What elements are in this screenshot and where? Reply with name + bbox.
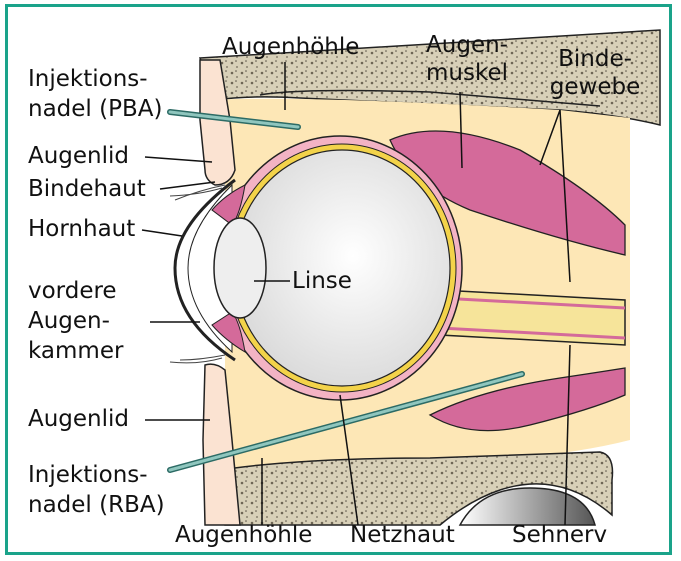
label-injektion-rba-line1: Injektions- bbox=[28, 462, 148, 489]
label-augenlid-top: Augenlid bbox=[28, 143, 129, 170]
label-sehnerv: Sehnerv bbox=[512, 522, 607, 549]
label-linse: Linse bbox=[292, 268, 352, 295]
label-netzhaut: Netzhaut bbox=[350, 522, 455, 549]
label-bindehaut: Bindehaut bbox=[28, 176, 146, 203]
label-augenlid-bottom: Augenlid bbox=[28, 406, 129, 433]
label-augenhoehle-bottom: Augenhöhle bbox=[175, 522, 312, 549]
label-augenmuskel-line1: Augen- bbox=[412, 32, 522, 59]
label-bindegewebe-line2: gewebe bbox=[540, 74, 650, 101]
label-kammer-line3: kammer bbox=[28, 338, 123, 365]
label-augenmuskel-line2: muskel bbox=[412, 60, 522, 87]
label-bindegewebe-line1: Binde- bbox=[540, 46, 650, 73]
label-hornhaut: Hornhaut bbox=[28, 216, 135, 243]
label-augenhoehle-top: Augenhöhle bbox=[222, 34, 359, 61]
label-injektion-rba-line2: nadel (RBA) bbox=[28, 492, 165, 519]
label-kammer-line1: vordere bbox=[28, 278, 117, 305]
label-kammer-line2: Augen- bbox=[28, 308, 110, 335]
label-injektion-pba-line1: Injektions- bbox=[28, 66, 148, 93]
label-injektion-pba-line2: nadel (PBA) bbox=[28, 96, 162, 123]
lens bbox=[214, 218, 266, 318]
